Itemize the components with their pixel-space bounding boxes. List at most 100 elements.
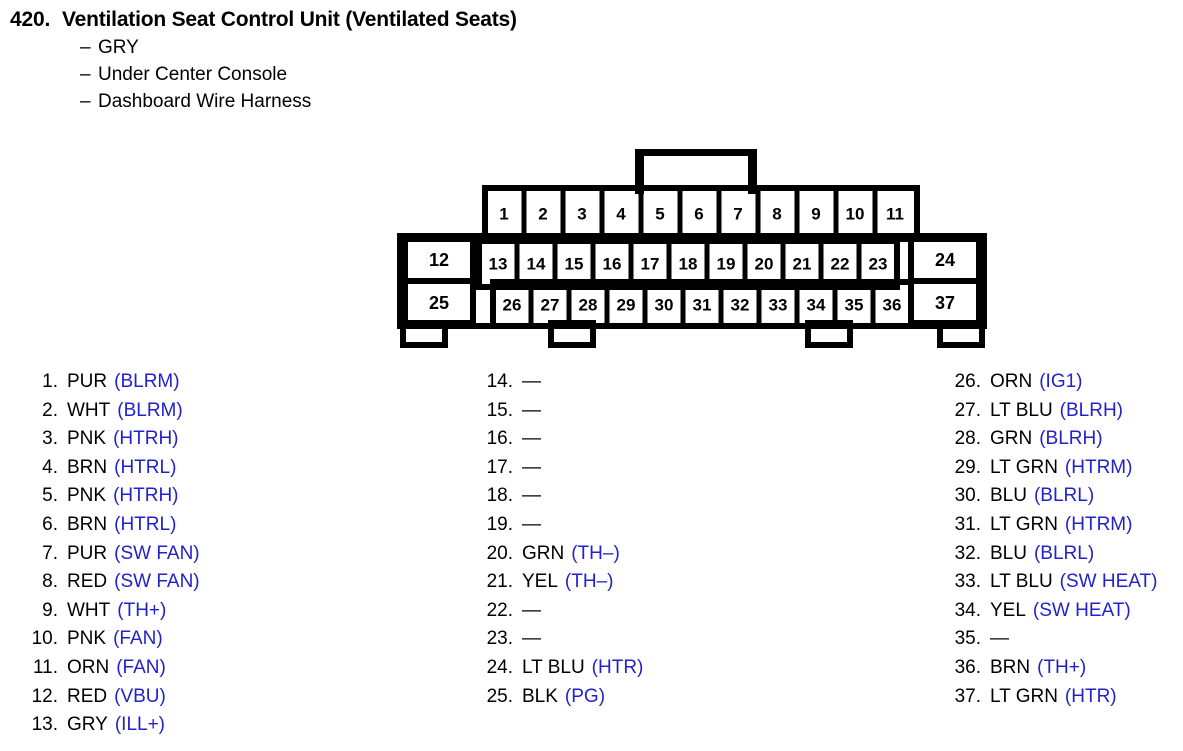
- pin-list-item: 17.—: [473, 457, 643, 486]
- connector-pin-27: 27: [541, 296, 560, 315]
- pin-number: 29.: [954, 456, 981, 478]
- pin-list-item: 10.PNK(FAN): [18, 628, 200, 657]
- connector-pin-22: 22: [831, 255, 850, 274]
- pin-number: 20.: [486, 542, 513, 564]
- pin-list-item: 14.—: [473, 371, 643, 400]
- connector-pin-8: 8: [772, 205, 781, 224]
- pin-number: 24.: [486, 656, 513, 678]
- pin-wire-color: LT BLU: [522, 656, 585, 678]
- pin-signal-name: (PG): [564, 685, 606, 707]
- connector-pinout-diagram: 1 2 3 4 5 6 7 8 9 10 11 12 25 13 14 15 1…: [397, 145, 987, 348]
- pin-signal-name: (BLRH): [1039, 428, 1103, 450]
- bullet-dash: –: [80, 91, 91, 112]
- pin-wire-color: WHT: [67, 599, 111, 621]
- pin-signal-name: (TH–): [571, 542, 620, 564]
- pin-signal-name: (HTRL): [114, 456, 177, 478]
- pin-wire-color: LT GRN: [990, 685, 1058, 707]
- connector-pin-35: 35: [845, 296, 864, 315]
- pin-number: 8.: [42, 571, 58, 593]
- pin-number: 16.: [486, 428, 513, 450]
- connector-pin-2: 2: [538, 205, 547, 224]
- pin-empty-dash: —: [522, 599, 541, 621]
- subtitle-label: Under Center Console: [98, 64, 288, 85]
- pin-list-item: 5.PNK(HTRH): [18, 485, 200, 514]
- bullet-dash: –: [80, 37, 91, 58]
- connector-middle-row-dividers: [514, 244, 862, 284]
- pin-list-item: 11.ORN(FAN): [18, 657, 200, 686]
- connector-bottom-row-shell: [490, 279, 914, 329]
- pin-number: 3.: [42, 428, 58, 450]
- section-number: 420.: [10, 8, 51, 31]
- pin-signal-name: (TH+): [117, 599, 167, 621]
- pin-list-item: 35.—: [941, 628, 1157, 657]
- pin-list-item: 28.GRN(BLRH): [941, 428, 1157, 457]
- subtitle-connector-color: – GRY: [80, 37, 1110, 59]
- pin-signal-name: (TH+): [1037, 656, 1087, 678]
- pin-number: 13.: [31, 714, 58, 736]
- pin-list-item: 4.BRN(HTRL): [18, 457, 200, 486]
- pin-list-item: 26.ORN(IG1): [941, 371, 1157, 400]
- pin-list-item: 8.RED(SW FAN): [18, 571, 200, 600]
- pin-wire-color: LT BLU: [990, 399, 1053, 421]
- pin-number: 37.: [954, 685, 981, 707]
- pin-signal-name: (IG1): [1039, 371, 1083, 392]
- connector-bottom-row-dividers: [528, 285, 876, 324]
- pin-signal-name: (SW FAN): [114, 571, 200, 593]
- pin-number: 6.: [42, 513, 58, 535]
- pin-list-item: 2.WHT(BLRM): [18, 400, 200, 429]
- pin-number: 36.: [954, 656, 981, 678]
- connector-pin-6: 6: [694, 205, 703, 224]
- pin-number: 10.: [31, 628, 58, 650]
- connector-pin-16: 16: [603, 255, 622, 274]
- pin-wire-color: ORN: [67, 656, 110, 678]
- pin-wire-color: LT GRN: [990, 456, 1058, 478]
- pin-list-item: 37. LT GRN (HTR): [941, 686, 1157, 715]
- pin-signal-name: (TH–): [564, 571, 614, 593]
- pin-number: 14.: [486, 371, 513, 392]
- connector-pin-30: 30: [655, 296, 674, 315]
- pin-list-column-1: 1.PUR(BLRM)2.WHT(BLRM)3.PNK(HTRH)4.BRN(H…: [18, 371, 200, 743]
- pin-signal-name: (HTRM): [1064, 513, 1133, 535]
- pin-list-item: 32.BLU(BLRL): [941, 543, 1157, 572]
- pin-signal-name: (BLRH): [1059, 399, 1124, 421]
- pin-number: 2.: [42, 399, 58, 421]
- pin-list-item: 6.BRN(HTRL): [18, 514, 200, 543]
- pin-number: 11.: [32, 656, 58, 678]
- connector-left-outer-block: [402, 236, 476, 326]
- pin-wire-color: BLU: [990, 542, 1027, 564]
- subtitle-label: Dashboard Wire Harness: [98, 91, 312, 112]
- pin-list-item: 25.BLK(PG): [473, 686, 643, 715]
- pin-empty-dash: —: [990, 628, 1009, 650]
- pin-wire-color: GRY: [67, 714, 108, 736]
- pin-wire-color: GRN: [522, 542, 565, 564]
- pin-list-item: 29. LT GRN (HTRM): [941, 457, 1157, 486]
- pin-empty-dash: —: [522, 399, 541, 421]
- connector-pin-13: 13: [489, 255, 508, 274]
- connector-top-row-dividers: [521, 191, 878, 236]
- pin-list-item: 21.YEL(TH–): [473, 571, 643, 600]
- connector-middle-row-shell: [476, 238, 900, 290]
- connector-pin-11: 11: [886, 205, 904, 224]
- pin-empty-dash: —: [522, 485, 541, 507]
- connector-pin-18: 18: [679, 255, 698, 274]
- pin-number: 34.: [954, 599, 981, 621]
- connector-locking-tab: [635, 149, 757, 194]
- pin-signal-name: (HTR): [1064, 685, 1117, 707]
- connector-pin-12: 12: [429, 250, 449, 270]
- pin-list-item: 33.LT BLU(SW HEAT): [941, 571, 1158, 600]
- connector-pin-3: 3: [577, 205, 586, 224]
- pin-number: 17.: [486, 456, 513, 478]
- connector-pin-9: 9: [811, 205, 820, 224]
- pin-number: 33.: [954, 571, 981, 593]
- pin-list-item: 9.WHT(TH+): [18, 600, 200, 629]
- connector-pin-29: 29: [617, 296, 636, 315]
- pin-signal-name: (HTRM): [1064, 456, 1133, 478]
- connector-pin-37: 37: [935, 293, 955, 313]
- connector-pin-10: 10: [846, 205, 865, 224]
- connector-pin-4: 4: [616, 205, 626, 224]
- pin-wire-color: PNK: [67, 485, 107, 507]
- connector-pin-23: 23: [869, 255, 888, 274]
- pin-wire-color: GRN: [990, 428, 1033, 450]
- pin-empty-dash: —: [522, 428, 541, 450]
- pin-wire-color: LT BLU: [990, 571, 1053, 593]
